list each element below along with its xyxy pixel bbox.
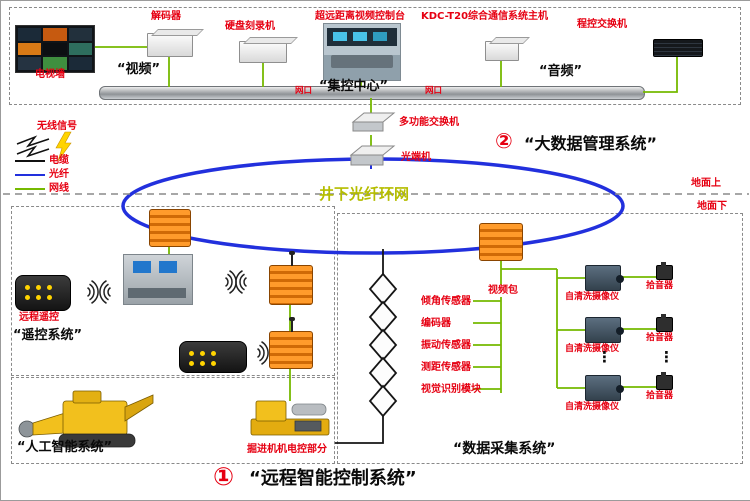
mine-substation-3 (269, 317, 313, 369)
remote-system-title: “遥控系统” (13, 328, 83, 343)
self-cleaning-camera-1 (585, 265, 624, 291)
pbx-label: 程控交换机 (577, 19, 627, 30)
switch-icons (349, 112, 396, 166)
lightning-icon (55, 131, 72, 162)
mine-substation-2 (269, 251, 313, 305)
badge-2: ② (495, 129, 513, 153)
control-center-label: “集控中心” (319, 79, 389, 94)
main-title: “远程智能控制系统” (249, 468, 417, 489)
pickup-device-2 (656, 314, 673, 332)
camera-label-3: 自清洗摄像仪 (565, 402, 620, 412)
machine-electric-part-image (250, 400, 330, 436)
mine-substation-daq (479, 223, 523, 261)
roadheader-image (18, 390, 154, 448)
pickup-label-2: 拾音器 (646, 333, 674, 343)
badge-1: ① (213, 462, 235, 491)
kdc-label: KDC-T20综合通信系统主机 (421, 11, 549, 22)
remote-controller-2 (179, 341, 247, 373)
bus-port-label-right: 网口 (425, 86, 443, 96)
pbx-device (653, 39, 703, 57)
bus-port-label-left: 网口 (295, 86, 313, 96)
network-bus-bar (99, 86, 645, 100)
video-group-label: “视频” (117, 62, 161, 77)
decoder-label: 解码器 (151, 11, 181, 22)
daq-system-box (337, 213, 743, 464)
kdc-host-device (485, 41, 519, 61)
pickup-device-3 (656, 372, 673, 390)
ai-system-box (11, 377, 335, 464)
disk-recorder-device (239, 41, 287, 63)
legend-cable-label: 电缆 (49, 155, 69, 166)
antenna-icon (289, 251, 295, 266)
cable-lines (335, 249, 384, 444)
fiber-ring-label: 井下光纤环网 (319, 185, 410, 203)
console-label: 超远距离视频控制台 (315, 11, 405, 22)
ai-system-title: “人工智能系统” (17, 440, 113, 455)
self-cleaning-camera-3 (585, 375, 624, 401)
sensor-chain-icon (368, 272, 398, 418)
self-cleaning-camera-2 (585, 317, 624, 343)
control-console-image (323, 23, 401, 81)
video-pack-label: 视频包 (487, 285, 519, 297)
sensor-label-tilt: 倾角传感器 (421, 296, 471, 307)
legend-ethernet-label: 网线 (49, 183, 69, 194)
audio-group-label: “音频” (539, 64, 583, 79)
camera-label-2: 自清洗摄像仪 (565, 344, 620, 354)
legend-fiber-label: 光纤 (49, 169, 69, 180)
legend-wireless-label: 无线信号 (37, 121, 77, 132)
below-ground-label: 地面下 (697, 201, 727, 212)
antenna-icon (289, 317, 295, 332)
sensor-label-encoder: 编码器 (421, 318, 451, 329)
ellipsis-cameras: ⋮ (597, 348, 612, 366)
decoder-device (147, 33, 193, 57)
machine-part-label: 掘进机机电控部分 (247, 444, 327, 455)
sensor-label-vision: 视觉识别模块 (421, 384, 481, 395)
remote-control-label: 远程遥控 (19, 312, 59, 323)
pickup-device-1 (656, 262, 673, 280)
sensor-label-vibration: 振动传感器 (421, 340, 471, 351)
pickup-label-1: 拾音器 (646, 281, 674, 291)
wireless-zigzag-icon (16, 135, 50, 158)
optical-terminal-label: 光端机 (401, 152, 431, 163)
surface-section-box (9, 7, 741, 105)
tv-wall-label: 电视墙 (35, 69, 65, 80)
multi-switch-label: 多功能交换机 (399, 117, 459, 128)
mine-substation-1 (149, 209, 191, 247)
ethernet-lines (89, 46, 678, 401)
above-ground-label: 地面上 (691, 178, 721, 189)
fiber-ring (121, 157, 625, 255)
recorder-label: 硬盘刻录机 (225, 21, 275, 32)
camera-label-1: 自清洗摄像仪 (565, 292, 620, 302)
operator-console-image (123, 254, 193, 305)
sensor-label-ranging: 测距传感器 (421, 362, 471, 373)
bigdata-system-title: “大数据管理系统” (524, 134, 658, 153)
tv-wall-image (15, 25, 95, 73)
remote-controller-1 (15, 275, 71, 311)
daq-system-title: “数据采集系统” (453, 441, 556, 457)
pickup-label-3: 拾音器 (646, 391, 674, 401)
ellipsis-pickups: ⋮ (659, 348, 674, 366)
remote-system-box (11, 206, 335, 376)
